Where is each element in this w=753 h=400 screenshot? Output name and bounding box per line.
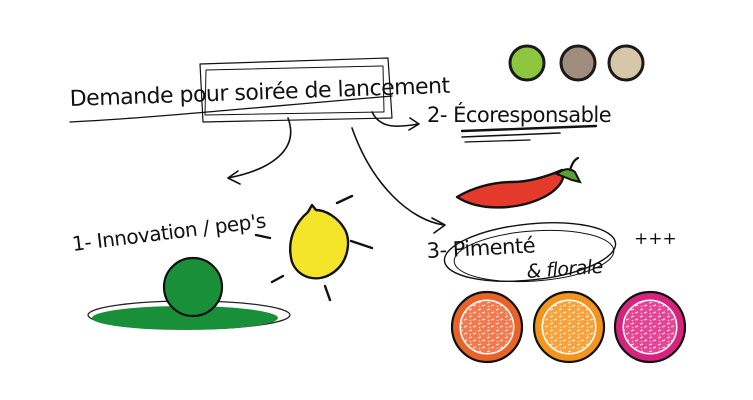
palette-swatch-green [508, 44, 546, 82]
swatch-orange [532, 290, 606, 364]
color-palette [508, 44, 645, 82]
branch-pimente-sublabel: & florale [526, 256, 604, 283]
branch-innovation-label: 1- Innovation / pep's [71, 208, 267, 256]
swatch-orange-red [450, 290, 524, 364]
arrow-to-ecoresponsable [371, 111, 419, 127]
branch-ecoresponsable-label: 2- Écoresponsable [427, 102, 611, 127]
chili-pepper-icon [455, 156, 582, 209]
swatch-pink [613, 290, 687, 364]
spicy-swatches [450, 290, 687, 364]
palette-swatch-taupe [559, 44, 597, 82]
central-title: Demande pour soirée de lancement [69, 74, 451, 112]
branch-pimente: 3- Pimenté & florale +++ [426, 222, 687, 364]
branch-pimente-label: 3- Pimenté [426, 233, 536, 263]
branch-innovation: 1- Innovation / pep's [71, 194, 374, 330]
branch-ecoresponsable: 2- Écoresponsable [427, 102, 612, 143]
connector-arrows [227, 111, 446, 234]
lemon-icon [254, 194, 374, 302]
green-ball-icon [87, 256, 291, 330]
palette-swatch-beige [607, 44, 645, 82]
arrow-to-pimente [351, 127, 445, 226]
arrow-to-innovation [227, 117, 292, 179]
branch-pimente-extra: +++ [634, 229, 677, 249]
central-title-node: Demande pour soirée de lancement [69, 57, 451, 123]
